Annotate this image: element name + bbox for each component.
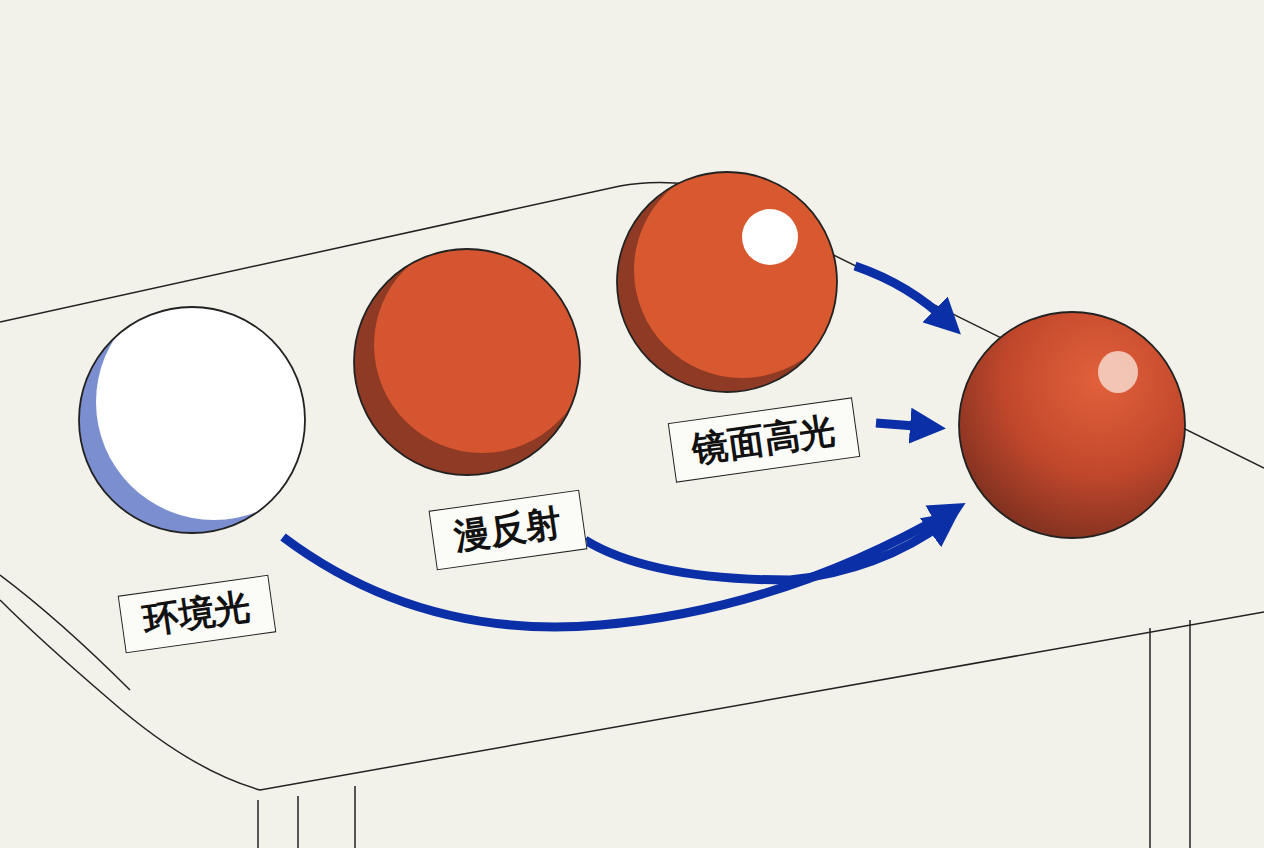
label-box: 漫反射 <box>429 490 588 571</box>
arrows <box>283 266 950 627</box>
label-text: 环境光 <box>140 582 254 646</box>
result-sphere <box>959 312 1185 538</box>
label-text: 漫反射 <box>451 498 565 562</box>
label-box: 镜面高光 <box>668 397 861 482</box>
specular-sphere <box>617 162 850 392</box>
label-text: 镜面高光 <box>689 406 838 475</box>
label-box: 环境光 <box>118 575 277 654</box>
ambient-sphere <box>79 284 332 533</box>
diffuse-sphere <box>354 237 590 475</box>
